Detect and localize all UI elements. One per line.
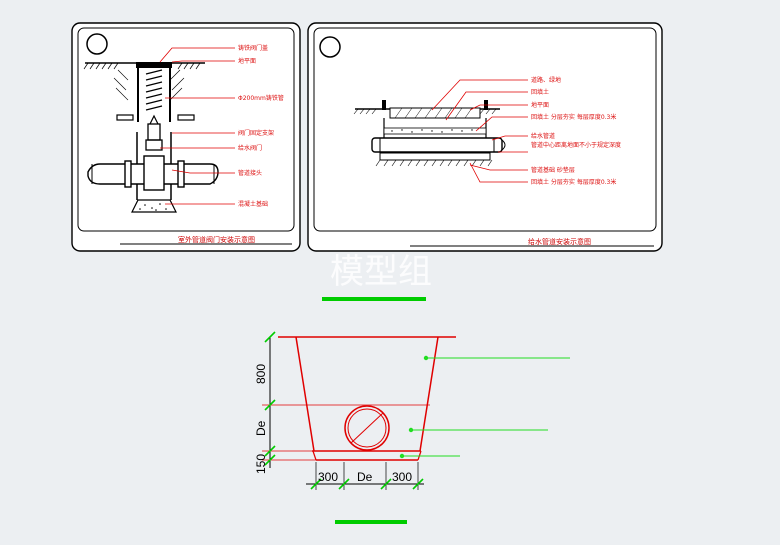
- detail-number-circle: [86, 33, 108, 55]
- dim-height-de: De: [254, 420, 268, 436]
- trench-label-3: 地平面: [531, 101, 549, 109]
- dim-height-150: 150: [254, 454, 268, 474]
- section-underline-green: [335, 520, 407, 524]
- dim-width-left: 300: [318, 470, 338, 484]
- valve-label-1: 铸铁阀门盖: [238, 44, 268, 52]
- detail-number-circle-2: [319, 36, 341, 58]
- dim-width-right: 300: [392, 470, 412, 484]
- trench-label-2: 回填土: [531, 88, 549, 96]
- trench-label-4: 回填土 分层夯实 每层厚度0.3米: [531, 113, 616, 121]
- dim-width-de: De: [357, 470, 373, 484]
- trench-label-7: 管道基础 砂垫层: [531, 166, 575, 174]
- trench-label-5: 给水管道: [531, 132, 555, 140]
- watermark-text: 模型组: [330, 252, 432, 292]
- valve-label-2: 地平面: [238, 57, 256, 65]
- valve-label-3: Φ200mm铸铁管: [238, 94, 284, 102]
- valve-label-6: 管道接头: [238, 169, 262, 177]
- valve-label-7: 混凝土基础: [238, 200, 268, 208]
- valve-detail-caption: 室外管道阀门安装示意图: [178, 235, 255, 244]
- trench-label-8: 回填土 分层夯实 每层厚度0.3米: [531, 178, 616, 186]
- valve-detail-panel: 铸铁阀门盖 地平面 Φ200mm铸铁管 阀门固定支架 给水阀门 管道接头 混凝土…: [71, 22, 301, 252]
- trench-label-6: 管道中心距离地面不小于规定深度: [531, 141, 621, 149]
- trench-cross-section: 800 De 150 300 De 300: [254, 331, 570, 490]
- title-underline-green: [322, 297, 426, 301]
- trench-label-1: 道路、绿地: [531, 76, 561, 84]
- valve-label-4: 阀门固定支架: [238, 129, 274, 137]
- pipe-trench-caption: 给水管道安装示意图: [528, 237, 591, 246]
- valve-label-5: 给水阀门: [238, 144, 262, 152]
- pipe-trench-detail-panel: 道路、绿地 回填土 地平面 回填土 分层夯实 每层厚度0.3米 给水管道 管道中…: [307, 22, 663, 252]
- dim-height-800: 800: [254, 364, 268, 384]
- pipe-cross-section: [344, 405, 390, 451]
